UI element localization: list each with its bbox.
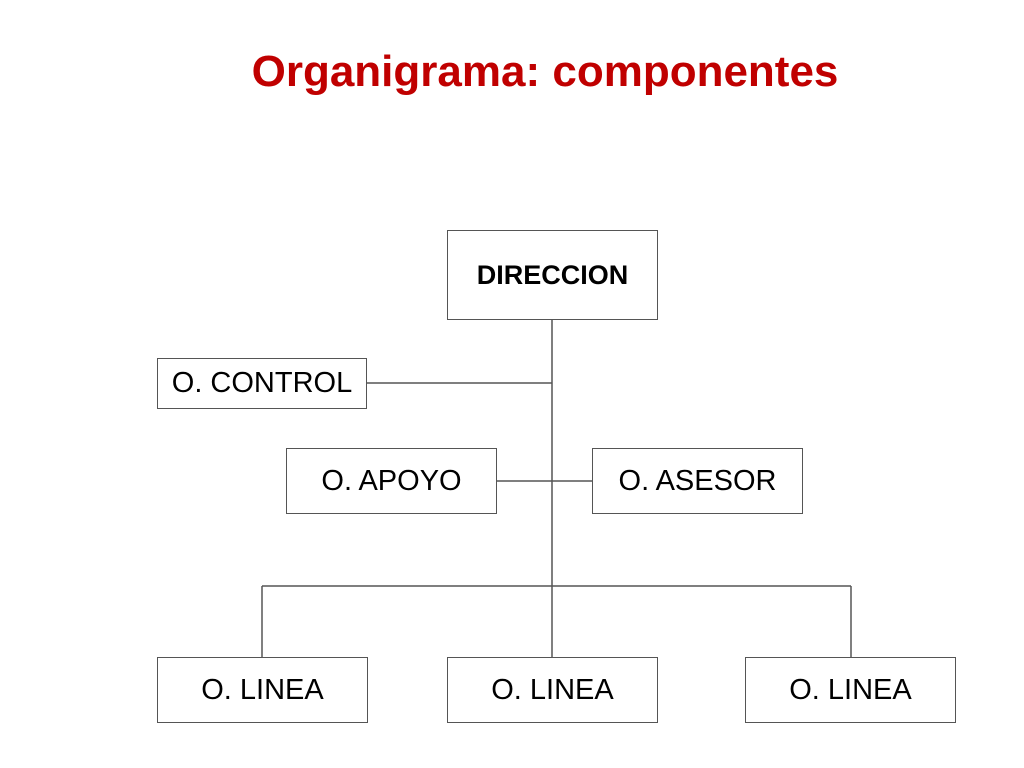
node-direccion: DIRECCION xyxy=(447,230,658,320)
node-control: O. CONTROL xyxy=(157,358,367,409)
node-linea-center: O. LINEA xyxy=(447,657,658,723)
slide-title: Organigrama: componentes xyxy=(251,47,839,96)
node-apoyo: O. APOYO xyxy=(286,448,497,514)
node-linea-left: O. LINEA xyxy=(157,657,368,723)
node-linea-right: O. LINEA xyxy=(745,657,956,723)
node-asesor: O. ASESOR xyxy=(592,448,803,514)
